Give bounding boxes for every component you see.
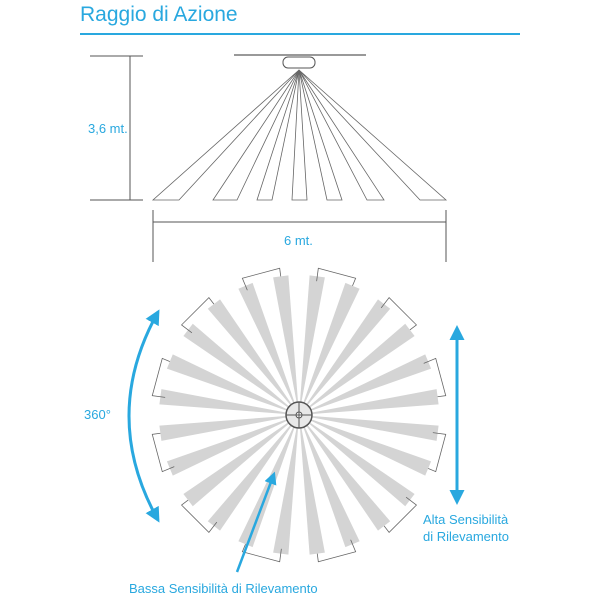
detection-wedge xyxy=(299,354,432,415)
detection-wedge xyxy=(299,415,439,441)
wedge-pair-outline xyxy=(241,267,282,291)
detection-wedge xyxy=(299,275,325,415)
detection-wedge xyxy=(299,415,415,507)
detection-wedge xyxy=(299,415,360,548)
page-title: Raggio di Azione xyxy=(80,3,238,26)
beam xyxy=(151,69,300,201)
title-divider xyxy=(80,33,520,35)
detection-wedge xyxy=(183,323,299,415)
detection-wedge xyxy=(299,415,432,476)
high-sensitivity-label-line2: di Rilevamento xyxy=(423,529,509,544)
width-label: 6 mt. xyxy=(284,233,313,248)
rotation-arrow xyxy=(127,309,160,523)
sensor-top-icon xyxy=(285,401,313,429)
detection-wedge xyxy=(166,415,299,476)
wedge-pair-outline xyxy=(180,296,218,334)
detection-wedge xyxy=(238,282,299,415)
beam xyxy=(256,69,300,201)
detection-wedge xyxy=(159,389,299,415)
wedge-pair-outline xyxy=(316,267,357,291)
sensor-icon xyxy=(282,56,316,69)
top-view-wedges xyxy=(151,267,447,563)
detection-wedge xyxy=(299,415,325,555)
wedge-pair-outline xyxy=(180,496,218,534)
detection-wedge xyxy=(299,389,439,415)
beam xyxy=(298,69,385,201)
detection-wedge xyxy=(299,299,391,415)
wedge-pair-outline xyxy=(316,539,357,563)
detection-wedge xyxy=(299,415,391,531)
low-sensitivity-label: Bassa Sensibilità di Rilevamento xyxy=(129,581,318,596)
detection-wedge xyxy=(183,415,299,507)
wedge-pair-outline xyxy=(241,539,282,563)
height-label: 3,6 mt. xyxy=(88,121,128,136)
wedge-pair-outline xyxy=(380,296,418,334)
high-sensitivity-label-line1: Alta Sensibilità xyxy=(423,512,509,527)
beam xyxy=(298,69,448,201)
wedge-pair-outline xyxy=(423,357,447,398)
detection-wedge xyxy=(159,415,299,441)
side-view xyxy=(90,54,448,262)
beam xyxy=(212,69,300,201)
wedge-pair-outline xyxy=(380,496,418,534)
wedge-pair-outline xyxy=(423,432,447,473)
detection-wedge xyxy=(166,354,299,415)
beam xyxy=(291,69,308,201)
detection-wedge xyxy=(273,275,299,415)
angle-label: 360° xyxy=(84,407,111,422)
beam xyxy=(298,69,343,201)
low-sensitivity-arrow xyxy=(235,471,277,573)
detection-wedge xyxy=(299,282,360,415)
detection-wedge xyxy=(207,415,299,531)
detection-wedge xyxy=(207,299,299,415)
detection-wedge xyxy=(299,323,415,415)
detection-wedge xyxy=(273,415,299,555)
